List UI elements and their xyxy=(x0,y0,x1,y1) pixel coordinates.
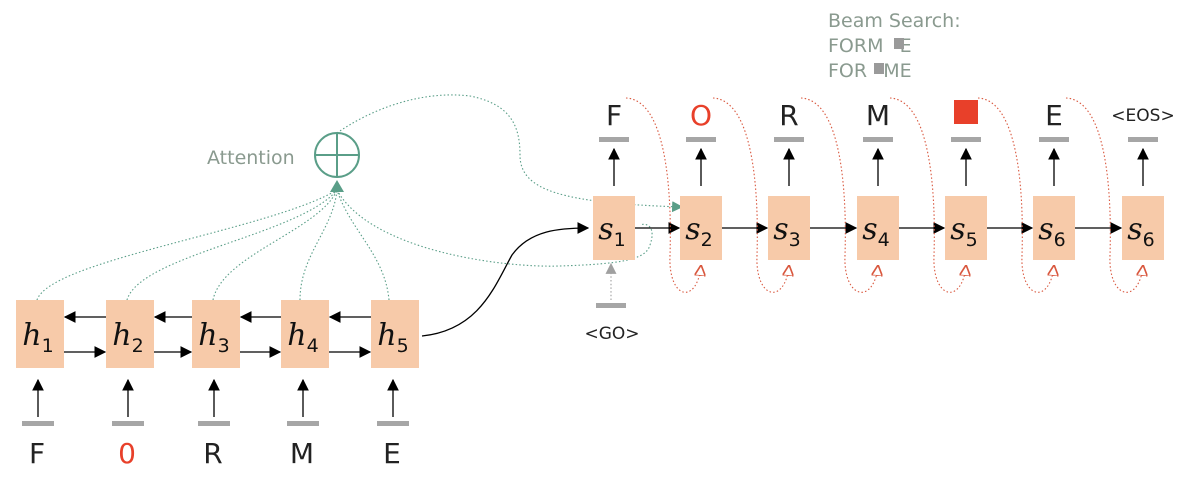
decoder-state-1 xyxy=(593,196,635,260)
beam-search-note: Beam Search: FORM E FOR ME xyxy=(828,10,961,82)
decoder-output-blank-token xyxy=(954,100,978,124)
encoder-input-bar-1 xyxy=(22,421,54,426)
encoder-state-3 xyxy=(192,300,240,368)
decoder-state-label-3: s3 xyxy=(773,212,801,251)
attention-context-to-s2 xyxy=(336,94,684,213)
encoder-to-decoder-arrow xyxy=(421,222,590,337)
attention-link-h4 xyxy=(299,189,338,301)
decoder-output-bar-6 xyxy=(1039,137,1069,142)
encoder-state-label-1: h1 xyxy=(22,318,53,357)
decoder-state-label-7: s6 xyxy=(1127,212,1155,251)
beam-gap-block-1 xyxy=(894,38,904,49)
encoder-input-4: M xyxy=(290,437,314,470)
attention-label: Attention xyxy=(207,147,295,169)
decoder-state-4 xyxy=(857,196,899,260)
go-input: <GO> xyxy=(584,262,640,344)
go-token-bar xyxy=(596,303,626,308)
decoder-state-label-5: s5 xyxy=(950,212,978,251)
decoder-output-bar-4 xyxy=(863,137,893,142)
decoder-state-5 xyxy=(945,196,987,260)
decoder-feedback-loop-5 xyxy=(977,97,1054,293)
decoder-output-bar-2 xyxy=(686,137,716,142)
encoder-input-bar-2 xyxy=(112,421,144,426)
encoder-state-label-2: h2 xyxy=(112,318,143,357)
encoder-input-5: E xyxy=(383,437,401,470)
encoder-state-label-5: h5 xyxy=(377,318,408,357)
decoder-output-3: R xyxy=(779,99,798,132)
attention-links xyxy=(36,94,684,301)
encoder-state-1 xyxy=(16,300,64,368)
encoder-state-2 xyxy=(106,300,154,368)
go-token-label: <GO> xyxy=(584,324,639,344)
decoder-output-4: M xyxy=(866,99,890,132)
beam-gap-block-2 xyxy=(874,63,884,74)
decoder-state-7 xyxy=(1122,196,1164,260)
encoder-state-5 xyxy=(371,300,419,368)
decoder: s1 Fs2 Os3 Rs4 Ms5 s6 Es6 <EOS> xyxy=(593,97,1175,293)
encoder-input-bar-3 xyxy=(198,421,230,426)
encoder-input-bar-5 xyxy=(377,421,409,426)
attention-node: Attention xyxy=(207,132,360,192)
beam-search-title: Beam Search: xyxy=(828,10,961,32)
attention-link-h3 xyxy=(212,189,338,301)
decoder-output-bar-7 xyxy=(1128,137,1158,142)
encoder-state-4 xyxy=(281,300,329,368)
decoder-output-2: O xyxy=(690,99,712,132)
decoder-state-2 xyxy=(680,196,722,260)
encoder-state-label-4: h4 xyxy=(287,318,318,357)
beam-search-candidate-2: FOR ME xyxy=(828,60,912,82)
attention-link-h5 xyxy=(336,189,390,301)
decoder-output-bar-5 xyxy=(951,137,981,142)
attention-link-h2 xyxy=(126,189,338,301)
decoder-state-label-6: s6 xyxy=(1038,212,1066,251)
decoder-output-bar-3 xyxy=(774,137,804,142)
encoder-input-bar-4 xyxy=(287,421,319,426)
encoder-state-label-3: h3 xyxy=(198,318,229,357)
attention-link-h1 xyxy=(36,189,338,301)
attention-link-s1 xyxy=(336,189,653,267)
attention-arrow-head xyxy=(330,180,344,192)
decoder-state-label-4: s4 xyxy=(862,212,890,251)
decoder-feedback-loop-3 xyxy=(800,97,878,293)
encoder-input-2: 0 xyxy=(118,437,136,470)
decoder-output-7: <EOS> xyxy=(1111,106,1174,126)
decoder-state-3 xyxy=(768,196,810,260)
decoder-feedback-loop-2 xyxy=(712,97,789,293)
encoder-input-1: F xyxy=(29,437,45,470)
decoder-output-bar-1 xyxy=(599,137,629,142)
encoder-input-3: R xyxy=(203,437,222,470)
decoder-state-label-2: s2 xyxy=(685,212,713,251)
decoder-output-6: E xyxy=(1045,99,1063,132)
decoder-feedback-loop-6 xyxy=(1065,97,1143,293)
decoder-state-6 xyxy=(1033,196,1075,260)
decoder-output-1: F xyxy=(606,99,622,132)
decoder-state-label-1: s1 xyxy=(598,212,626,251)
decoder-feedback-loop-1 xyxy=(625,97,701,293)
decoder-feedback-loop-4 xyxy=(889,97,966,293)
